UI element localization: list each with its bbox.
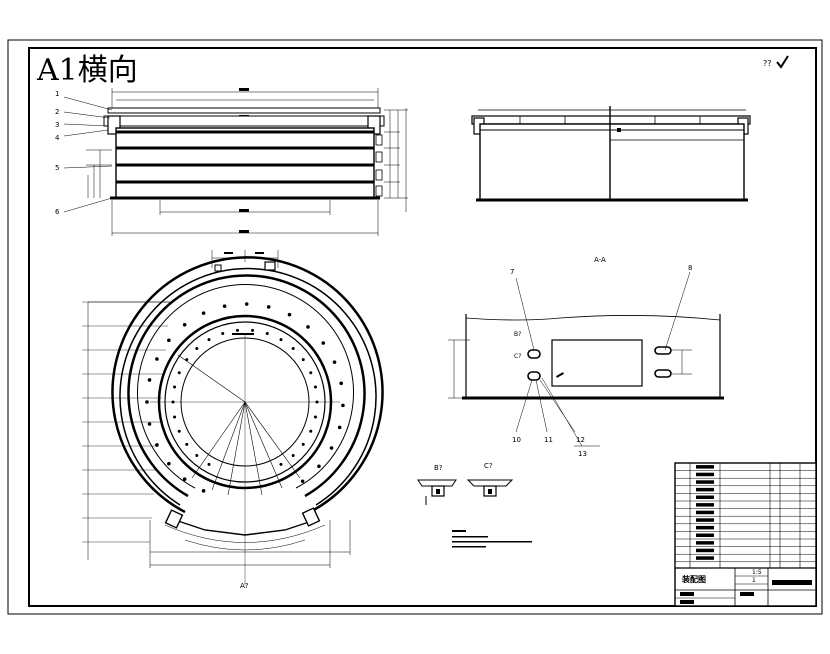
bolt-hole (185, 442, 189, 446)
callout-2: 2 (55, 108, 59, 116)
bolt-hole (147, 378, 152, 382)
bolt-hole (167, 461, 171, 466)
bolt-hole (321, 341, 326, 345)
bolt-hole (265, 332, 269, 336)
bolt-hole (147, 422, 152, 426)
detail-b-title: B? (434, 464, 443, 472)
bolt-hole (221, 332, 225, 336)
bolt-hole (222, 304, 227, 308)
bolt-hole (279, 462, 283, 466)
callout-13: 13 (578, 450, 587, 458)
bolt-hole (201, 311, 206, 315)
section-a-a: A-A 7 8 10 11 12 13 B? C? (448, 256, 724, 458)
bolt-hole (313, 415, 317, 419)
bolt-hole (317, 464, 321, 469)
check-icon (776, 55, 789, 69)
parts-row-text-mark (696, 480, 714, 484)
bolt-hole (201, 489, 206, 493)
bolt-hole (207, 462, 211, 466)
bolt-hole (207, 338, 211, 342)
parts-row-text-mark (696, 533, 714, 537)
view-label-a: A? (240, 582, 249, 590)
callout-7: 7 (510, 268, 514, 276)
detail-label-c: C? (514, 353, 521, 360)
callout-11: 11 (544, 436, 553, 444)
callout-3: 3 (55, 121, 59, 129)
bolt-hole (145, 400, 149, 404)
section-label: A-A (594, 256, 606, 264)
parts-row-text-mark (696, 503, 714, 507)
parts-row-text-mark (696, 518, 714, 522)
inner-border (28, 47, 817, 607)
details-bc: B? C? (417, 462, 532, 548)
parts-row-text-mark (696, 525, 714, 530)
bolt-hole (173, 415, 177, 419)
bolt-hole (300, 479, 305, 484)
parts-row-text-mark (696, 556, 714, 560)
bolt-hole (182, 477, 187, 482)
parts-row-text-mark (696, 487, 714, 492)
bolt-hole (167, 338, 171, 343)
bolt-hole (173, 385, 177, 389)
sheet-count: 1 (752, 577, 756, 584)
callout-4: 4 (55, 134, 60, 142)
detail-c-title: C? (484, 462, 493, 470)
bolt-hole (309, 429, 313, 433)
outer-border (7, 39, 823, 615)
bolt-hole (329, 446, 334, 450)
front-view-callouts: 1 2 3 4 5 6 (55, 90, 113, 216)
title-block: 装配图 1:5 1 (674, 462, 817, 607)
callout-10: 10 (512, 436, 521, 444)
bolt-hole (332, 360, 337, 364)
front-view (86, 88, 408, 236)
bolt-hole (291, 454, 295, 458)
parts-row-text-mark (696, 495, 714, 499)
bolt-hole (195, 346, 199, 350)
bolt-hole (341, 403, 345, 408)
callout-8: 8 (688, 264, 692, 272)
bolt-hole (287, 312, 292, 317)
plan-view (82, 250, 384, 585)
scale-value: 1:5 (752, 569, 762, 576)
bolt-hole (177, 429, 181, 433)
bolt-hole (155, 443, 159, 447)
bolt-hole (313, 385, 317, 389)
sheet-title: A1横向 (36, 53, 138, 88)
bolt-hole (195, 454, 199, 458)
roughness-mark: ?? (763, 59, 772, 68)
bolt-hole (301, 442, 305, 446)
parts-row-text-mark (696, 541, 714, 545)
callout-12: 12 (576, 436, 585, 444)
parts-row-text-mark (696, 510, 714, 515)
bolt-hole (306, 325, 310, 329)
bolt-hole (279, 338, 283, 342)
bolt-hole (235, 328, 239, 332)
parts-row-text-mark (696, 465, 714, 469)
bolt-hole (182, 322, 187, 327)
bolt-hole (251, 328, 255, 332)
parts-row-text-mark (696, 472, 714, 477)
callout-1: 1 (55, 90, 59, 98)
bolt-hole (337, 425, 342, 430)
bolt-hole (339, 381, 343, 386)
bolt-hole (244, 302, 249, 306)
bolt-hole (309, 371, 313, 375)
side-view (471, 106, 751, 202)
drawing-name: 装配图 (681, 574, 706, 584)
bolt-hole (177, 371, 181, 375)
callout-5: 5 (55, 164, 59, 172)
parts-row-text-mark (696, 548, 714, 553)
bolt-hole (291, 346, 295, 350)
bolt-hole (155, 357, 159, 361)
bolt-hole (301, 358, 305, 362)
detail-label-b: B? (514, 331, 521, 338)
bolt-hole (266, 305, 271, 309)
callout-6: 6 (55, 208, 60, 216)
